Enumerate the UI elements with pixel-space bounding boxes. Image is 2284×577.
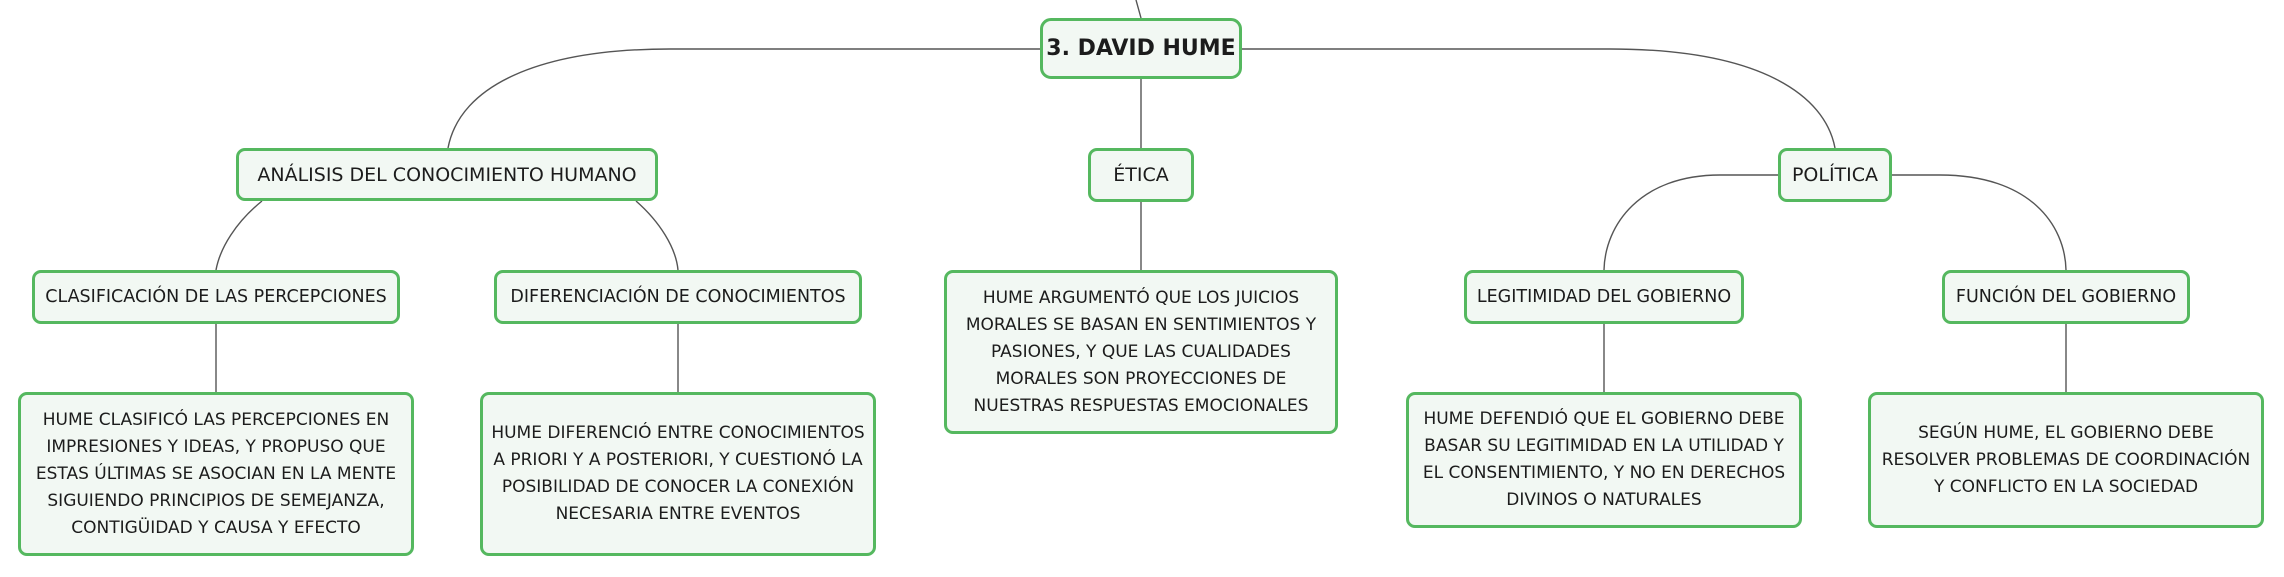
subtopic-perceptions-label: CLASIFICACIÓN DE LAS PERCEPCIONES — [45, 287, 387, 307]
topic-ethics[interactable]: ÉTICA — [1088, 148, 1194, 202]
detail-function[interactable]: SEGÚN HUME, EL GOBIERNO DEBE RESOLVER PR… — [1868, 392, 2264, 528]
connector-politics-to-legitimacy — [1603, 174, 1780, 271]
root-node[interactable]: 3. DAVID HUME — [1040, 18, 1242, 79]
detail-differentiation[interactable]: HUME DIFERENCIÓ ENTRE CONOCIMIENTOS A PR… — [480, 392, 876, 556]
detail-perceptions-text: HUME CLASIFICÓ LAS PERCEPCIONES EN IMPRE… — [35, 409, 397, 538]
subtopic-differentiation[interactable]: DIFERENCIACIÓN DE CONOCIMIENTOS — [494, 270, 862, 324]
subtopic-perceptions[interactable]: CLASIFICACIÓN DE LAS PERCEPCIONES — [32, 270, 400, 324]
subtopic-function[interactable]: FUNCIÓN DEL GOBIERNO — [1942, 270, 2190, 324]
detail-ethics[interactable]: HUME ARGUMENTÓ QUE LOS JUICIOS MORALES S… — [944, 270, 1338, 434]
subtopic-legitimacy-label: LEGITIMIDAD DEL GOBIERNO — [1476, 287, 1732, 307]
connector-knowledge-to-perceptions — [215, 200, 263, 271]
topic-knowledge-label: ANÁLISIS DEL CONOCIMIENTO HUMANO — [257, 163, 637, 186]
detail-perceptions[interactable]: HUME CLASIFICÓ LAS PERCEPCIONES EN IMPRE… — [18, 392, 414, 556]
root-label: 3. DAVID HUME — [1046, 36, 1236, 61]
detail-legitimacy-text: HUME DEFENDIÓ QUE EL GOBIERNO DEBE BASAR… — [1422, 409, 1786, 510]
topic-politics[interactable]: POLÍTICA — [1778, 148, 1892, 202]
connector-parent-to-root — [1135, 0, 1142, 19]
subtopic-legitimacy[interactable]: LEGITIMIDAD DEL GOBIERNO — [1464, 270, 1744, 324]
connector-knowledge-to-differentiation — [635, 200, 679, 271]
detail-function-text: SEGÚN HUME, EL GOBIERNO DEBE RESOLVER PR… — [1881, 422, 2251, 497]
subtopic-differentiation-label: DIFERENCIACIÓN DE CONOCIMIENTOS — [510, 287, 846, 307]
topic-ethics-label: ÉTICA — [1113, 164, 1169, 186]
connector-politics-to-function — [1890, 174, 2067, 271]
detail-ethics-text: HUME ARGUMENTÓ QUE LOS JUICIOS MORALES S… — [965, 287, 1317, 416]
detail-legitimacy[interactable]: HUME DEFENDIÓ QUE EL GOBIERNO DEBE BASAR… — [1406, 392, 1802, 528]
detail-differentiation-text: HUME DIFERENCIÓ ENTRE CONOCIMIENTOS A PR… — [491, 423, 865, 524]
connector-root-to-knowledge — [447, 48, 1042, 149]
subtopic-function-label: FUNCIÓN DEL GOBIERNO — [1955, 287, 2177, 307]
topic-knowledge[interactable]: ANÁLISIS DEL CONOCIMIENTO HUMANO — [236, 148, 658, 201]
topic-politics-label: POLÍTICA — [1791, 164, 1879, 186]
connector-root-to-politics — [1242, 48, 1836, 149]
